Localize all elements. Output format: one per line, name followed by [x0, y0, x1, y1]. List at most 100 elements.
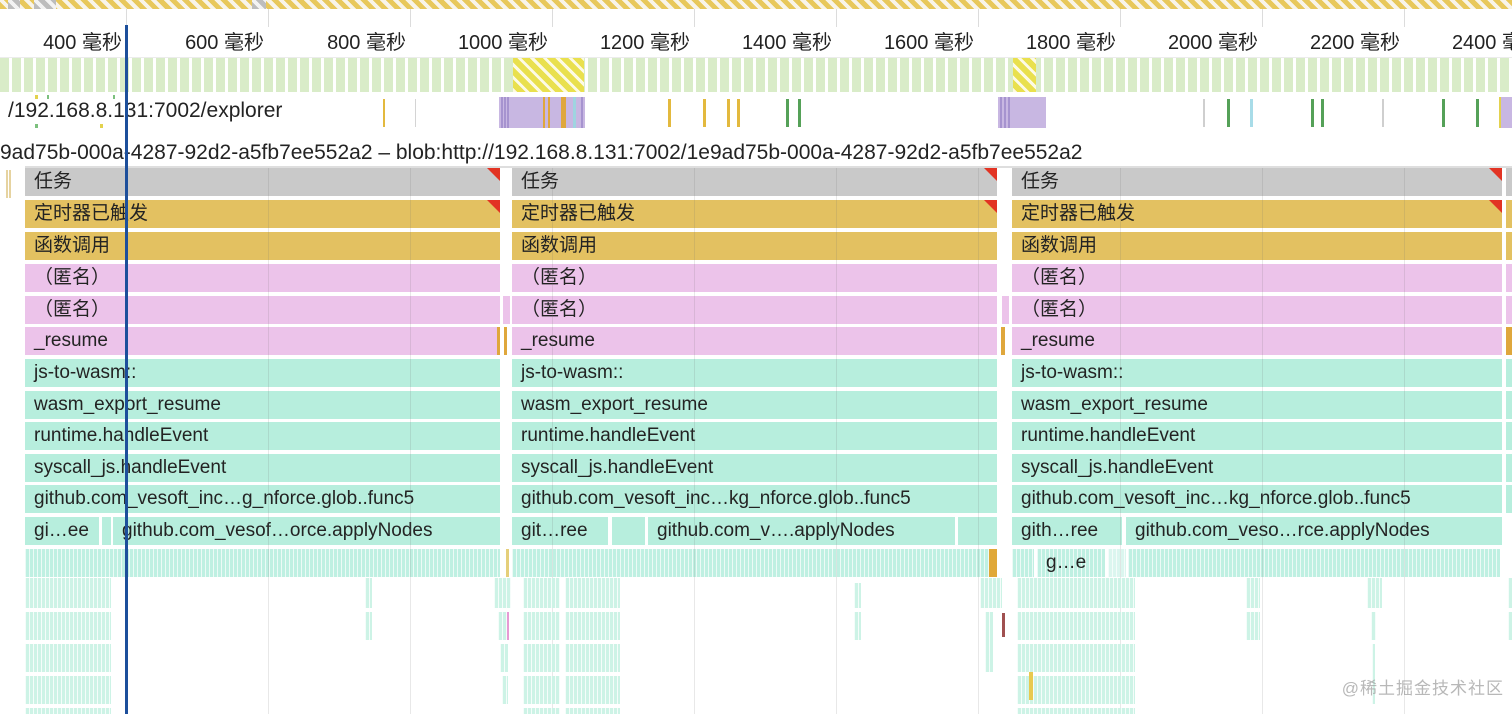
flame-bar[interactable]: 定时器已触发 [1012, 200, 1502, 228]
flame-bar[interactable]: 任务 [512, 168, 997, 196]
bottom-activity-block[interactable] [25, 708, 111, 714]
timeline-ruler[interactable] [0, 27, 1512, 58]
flame-bar[interactable]: 函数调用 [512, 232, 997, 260]
flame-bar[interactable]: gith…ree [1012, 517, 1122, 545]
flame-bar[interactable] [102, 517, 111, 545]
bottom-activity-block[interactable] [980, 578, 1002, 608]
url-track-event-tick[interactable] [383, 99, 385, 127]
flame-bar[interactable]: js-to-wasm:: [512, 359, 997, 387]
bottom-activity-block[interactable] [523, 612, 560, 640]
cpu-activity-strip[interactable] [0, 58, 1512, 92]
minimap-longtask-stripe[interactable] [0, 0, 1512, 9]
flame-bar[interactable]: _resume [25, 327, 500, 355]
cpu-busy-hatch-segment[interactable] [1013, 58, 1036, 92]
bottom-activity-block[interactable] [523, 676, 560, 704]
flame-bar[interactable]: github.com_vesoft_inc…kg_nforce.glob..fu… [512, 485, 997, 513]
bottom-activity-block[interactable] [1372, 644, 1375, 704]
bottom-activity-block[interactable] [494, 578, 511, 608]
flame-bar[interactable]: git…ree [512, 517, 608, 545]
bottom-activity-block[interactable] [565, 612, 620, 640]
url-track-event-tick[interactable] [1203, 99, 1205, 127]
url-track-event-tick[interactable] [786, 99, 789, 127]
flame-bar[interactable]: _resume [512, 327, 997, 355]
url-track-event-tick[interactable] [798, 99, 801, 127]
bottom-activity-block[interactable] [365, 612, 372, 640]
url-track-event-tick[interactable] [1476, 99, 1479, 127]
bottom-activity-block[interactable] [1367, 578, 1382, 608]
bottom-activity-block[interactable] [500, 644, 508, 672]
bottom-activity-block[interactable] [1017, 612, 1135, 640]
bottom-activity-block[interactable] [565, 578, 620, 608]
flame-bar[interactable]: github.com_veso…rce.applyNodes [1126, 517, 1502, 545]
flame-bar-dense[interactable]: g…e [1037, 549, 1105, 577]
bottom-activity-block[interactable] [1017, 644, 1135, 672]
bottom-activity-block[interactable] [985, 612, 993, 672]
flame-bar[interactable]: syscall_js.handleEvent [1012, 454, 1502, 482]
bottom-activity-block[interactable] [25, 676, 111, 704]
flame-bar[interactable]: （匿名） [512, 264, 997, 292]
url-track-event-tick[interactable] [1382, 99, 1384, 127]
url-track-event-tick[interactable] [1311, 99, 1314, 127]
flame-bar[interactable]: wasm_export_resume [512, 391, 997, 419]
bottom-activity-block[interactable] [1017, 676, 1135, 704]
flame-bar[interactable]: js-to-wasm:: [1012, 359, 1502, 387]
flame-bar[interactable]: js-to-wasm:: [25, 359, 500, 387]
playhead-line[interactable] [125, 25, 128, 714]
url-track-frame-block[interactable] [499, 97, 585, 128]
flame-bar[interactable]: wasm_export_resume [1012, 391, 1502, 419]
flame-bar[interactable]: 定时器已触发 [512, 200, 997, 228]
bottom-activity-block[interactable] [565, 708, 620, 714]
bottom-activity-block[interactable] [523, 644, 560, 672]
flame-bar-dense[interactable] [1128, 549, 1500, 577]
url-track-event-tick[interactable] [1250, 99, 1253, 127]
flame-bar[interactable]: syscall_js.handleEvent [512, 454, 997, 482]
url-track-event-tick[interactable] [703, 99, 706, 127]
url-track-event-tick[interactable] [1442, 99, 1445, 127]
bottom-activity-block[interactable] [1017, 578, 1135, 608]
flame-bar[interactable]: （匿名） [1012, 296, 1502, 324]
flame-bar[interactable]: _resume [1012, 327, 1502, 355]
bottom-activity-block[interactable] [854, 612, 861, 640]
bottom-activity-block[interactable] [1246, 578, 1260, 608]
cpu-busy-hatch-segment[interactable] [513, 58, 584, 92]
flame-bar[interactable] [612, 517, 645, 545]
flame-bar[interactable]: （匿名） [1012, 264, 1502, 292]
flame-bar[interactable]: github.com_v….applyNodes [648, 517, 955, 545]
flame-bar[interactable]: （匿名） [512, 296, 997, 324]
flame-bar[interactable]: runtime.handleEvent [512, 422, 997, 450]
flame-bar[interactable]: 任务 [25, 168, 500, 196]
bottom-activity-block[interactable] [365, 578, 372, 608]
bottom-activity-block[interactable] [1017, 708, 1135, 714]
minimap-divider-row[interactable] [0, 9, 1512, 28]
bottom-activity-block[interactable] [1371, 612, 1376, 640]
bottom-activity-block[interactable] [25, 612, 111, 640]
bottom-activity-block[interactable] [498, 612, 508, 640]
bottom-activity-block[interactable] [854, 583, 861, 608]
flame-bar-dense[interactable] [1108, 549, 1126, 577]
flame-bar[interactable]: github.com_vesof…orce.applyNodes [113, 517, 500, 545]
flame-bar[interactable]: github.com_vesoft_inc…g_nforce.glob..fun… [25, 485, 500, 513]
flame-bar-dense[interactable] [1012, 549, 1034, 577]
flame-bar[interactable] [958, 517, 997, 545]
flame-bar[interactable]: （匿名） [25, 264, 500, 292]
url-track-event-tick[interactable] [1321, 99, 1324, 127]
bottom-activity-block[interactable] [565, 676, 620, 704]
bottom-activity-block[interactable] [523, 578, 560, 608]
bottom-activity-block[interactable] [1508, 612, 1512, 640]
flame-bar[interactable]: （匿名） [25, 296, 500, 324]
url-track-event-tick[interactable] [1227, 99, 1230, 127]
url-track-event-tick[interactable] [727, 99, 730, 127]
bottom-activity-block[interactable] [565, 644, 620, 672]
flame-bar[interactable]: wasm_export_resume [25, 391, 500, 419]
flame-bar[interactable]: 任务 [1012, 168, 1502, 196]
flame-bar[interactable]: syscall_js.handleEvent [25, 454, 500, 482]
bottom-activity-block[interactable] [25, 578, 111, 608]
flame-bar-dense[interactable] [25, 549, 500, 577]
bottom-activity-block[interactable] [1246, 612, 1260, 640]
url-track-event-tick[interactable] [415, 99, 416, 127]
flame-bar[interactable]: 定时器已触发 [25, 200, 500, 228]
bottom-activity-block[interactable] [25, 644, 111, 672]
url-track-event-tick[interactable] [737, 99, 740, 127]
url-track-frame-block[interactable] [998, 97, 1046, 128]
flame-bar[interactable]: gi…ee [25, 517, 99, 545]
